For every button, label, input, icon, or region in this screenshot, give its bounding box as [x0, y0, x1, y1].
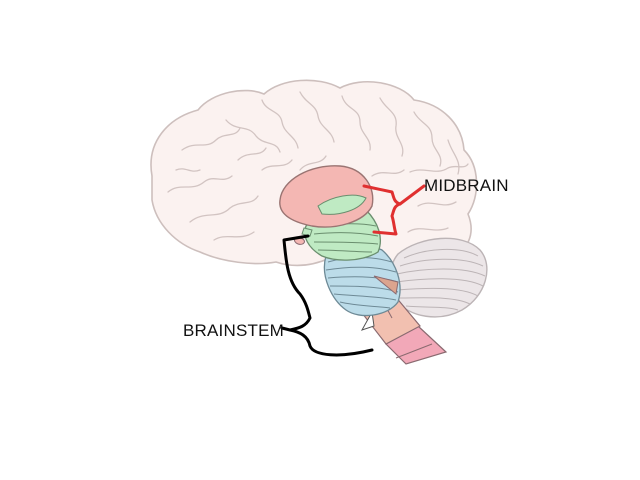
midbrain-bracket [362, 184, 402, 236]
brainstem-bracket-tip [280, 326, 292, 332]
pons [323, 244, 401, 317]
brainstem-label: BRAINSTEM [183, 321, 284, 340]
midbrain-bracket-tip [398, 184, 426, 206]
midbrain-label: MIDBRAIN [424, 176, 509, 195]
cerebellum [389, 237, 488, 318]
brainstem-bracket [282, 234, 374, 357]
thalamus [279, 165, 374, 228]
